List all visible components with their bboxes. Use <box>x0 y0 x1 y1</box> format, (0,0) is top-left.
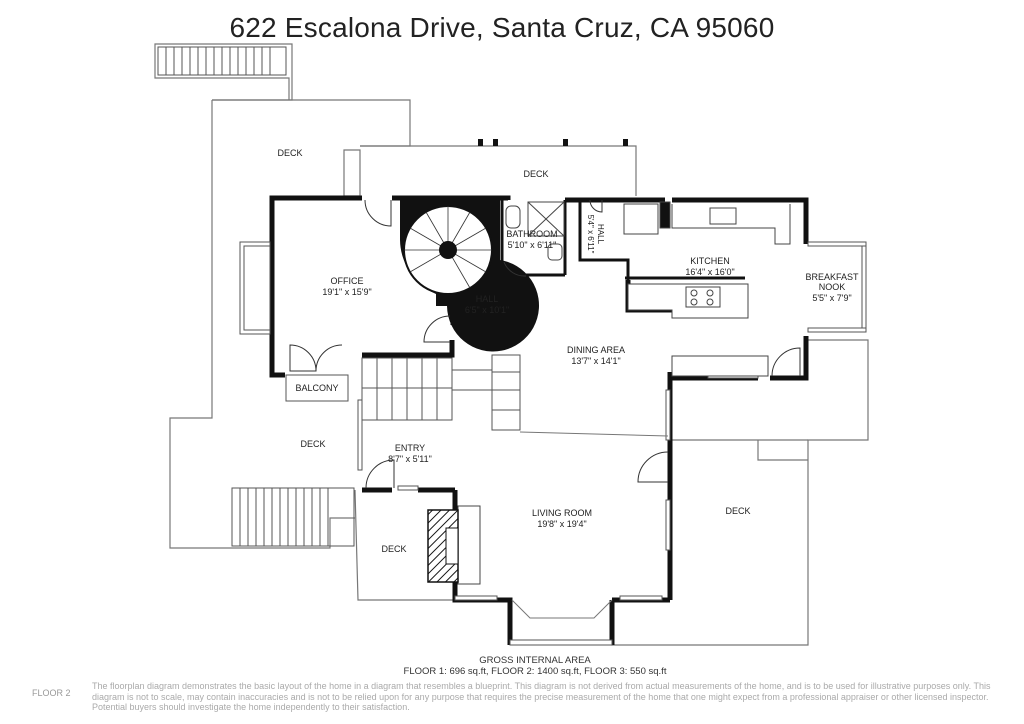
gross-area-heading: GROSS INTERNAL AREA <box>479 655 591 666</box>
breakfast-nook-size: 5'5" x 7'9" <box>812 293 851 303</box>
office-size: 19'1" x 15'9" <box>322 287 371 297</box>
office-label: OFFICE <box>331 276 364 286</box>
living-size: 19'8" x 19'4" <box>537 519 586 529</box>
breakfast-nook-label-2: NOOK <box>819 282 846 292</box>
bathroom-label: BATHROOM <box>506 229 557 239</box>
kitchen-label: KITCHEN <box>690 256 730 266</box>
disclaimer: The floorplan diagram demonstrates the b… <box>92 681 991 712</box>
dining-size: 13'7" x 14'1" <box>571 356 620 366</box>
deck-right-label: DECK <box>725 506 750 516</box>
stairs-top <box>157 46 287 76</box>
deck-bottom-label: DECK <box>381 544 406 554</box>
hall-label: HALL <box>476 294 499 304</box>
fireplace <box>427 505 481 585</box>
windows <box>239 241 867 646</box>
balcony-label: BALCONY <box>295 383 338 393</box>
entry-label: ENTRY <box>395 443 425 453</box>
kitchen-counters <box>623 201 791 377</box>
deck-left-label: DECK <box>300 439 325 449</box>
spiral-stair <box>400 200 540 352</box>
interior-stairs <box>361 354 521 431</box>
hall-size: 6'5" x 10'1" <box>465 305 509 315</box>
entry-size: 8'7" x 5'11" <box>388 454 432 464</box>
gross-area: GROSS INTERNAL AREA FLOOR 1: 696 sq.ft, … <box>300 655 770 677</box>
hall-small-label: HALL <box>596 224 605 245</box>
page-title: 622 Escalona Drive, Santa Cruz, CA 95060 <box>229 12 775 43</box>
deck-top-label: DECK <box>523 169 548 179</box>
dining-edge <box>519 431 669 437</box>
stairs-left <box>231 487 355 547</box>
deck-top-left-label: DECK <box>277 148 302 158</box>
bathroom-size: 5'10" x 6'11" <box>508 240 557 250</box>
breakfast-nook-label-1: BREAKFAST <box>805 272 859 282</box>
floor-label: FLOOR 2 <box>32 688 71 698</box>
deck-posts <box>478 139 628 146</box>
living-label: LIVING ROOM <box>532 508 592 518</box>
deck-outlines <box>154 43 869 646</box>
hall-small-size: 5'4" x 6'11" <box>586 215 595 254</box>
doors <box>289 199 801 489</box>
dining-label: DINING AREA <box>567 345 625 355</box>
gross-area-floors: FLOOR 1: 696 sq.ft, FLOOR 2: 1400 sq.ft,… <box>403 666 667 677</box>
kitchen-size: 16'4" x 16'0" <box>685 267 734 277</box>
bay-window <box>511 599 613 619</box>
bathroom-fixtures <box>505 201 565 261</box>
balcony-outline <box>285 374 349 402</box>
